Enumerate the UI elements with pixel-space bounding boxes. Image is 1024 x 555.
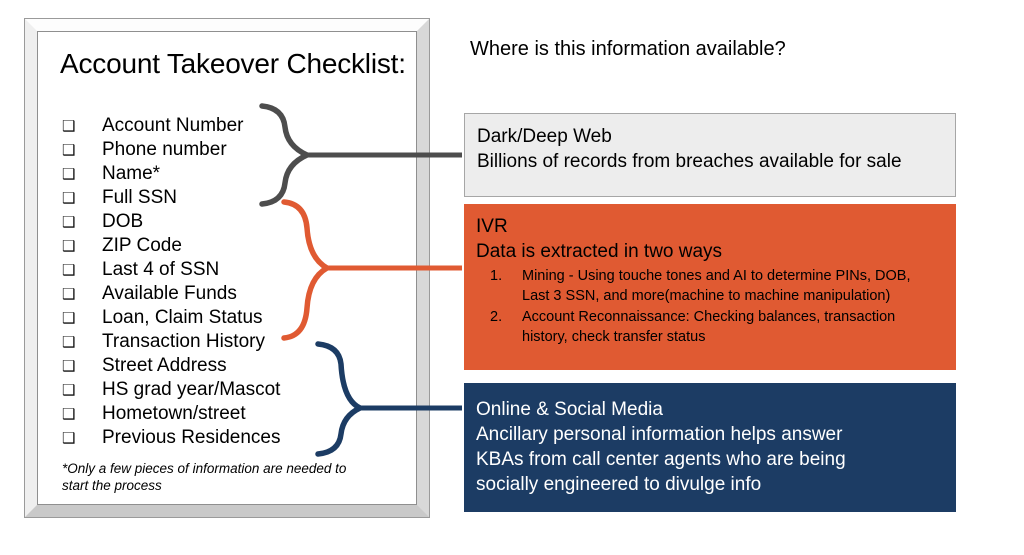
list-item[interactable]: ❑ ZIP Code [62,234,392,258]
list-item-text: Mining - Using touche tones and AI to de… [522,266,944,306]
list-item-label: Previous Residences [102,427,281,448]
list-item[interactable]: ❑ Available Funds [62,282,392,306]
checkbox-icon[interactable]: ❑ [62,118,76,135]
checklist-content: Account Takeover Checklist: ❑ Account Nu… [38,32,416,504]
checkbox-icon[interactable]: ❑ [62,262,76,279]
panel-dark-web: Dark/Deep Web Billions of records from b… [464,113,956,197]
list-item-line-2: Last 3 SSN, and more(machine to machine … [522,288,891,304]
checkbox-icon[interactable]: ❑ [62,334,76,351]
panel-body-line-1: Ancillary personal information helps ans… [476,424,843,445]
list-item[interactable]: ❑ Name* [62,162,392,186]
list-item-label: Street Address [102,355,227,376]
list-item-label: Full SSN [102,187,177,208]
checkbox-icon[interactable]: ❑ [62,358,76,375]
page-title: Account Takeover Checklist: [60,48,406,79]
list-item-label: ZIP Code [102,235,182,256]
list-item: 1. Mining - Using touche tones and AI to… [476,266,944,306]
panel-online-social-media: Online & Social Media Ancillary personal… [464,383,956,512]
list-item-text: Account Reconnaissance: Checking balance… [522,307,944,347]
panel-body: Billions of records from breaches availa… [477,151,902,172]
list-item-label: Available Funds [102,283,237,304]
list-item-line-1: Mining - Using touche tones and AI to de… [522,268,911,284]
list-item[interactable]: ❑ Loan, Claim Status [62,306,392,330]
checkbox-icon[interactable]: ❑ [62,286,76,303]
checkbox-icon[interactable]: ❑ [62,142,76,159]
panel-title: IVR [476,216,508,237]
list-item[interactable]: ❑ DOB [62,210,392,234]
list-item[interactable]: ❑ Full SSN [62,186,392,210]
list-item[interactable]: ❑ Street Address [62,354,392,378]
section-header: Where is this information available? [470,38,786,60]
panel-ivr: IVR Data is extracted in two ways 1. Min… [464,204,956,370]
list-item[interactable]: ❑ Previous Residences [62,426,392,450]
list-item[interactable]: ❑ Transaction History [62,330,392,354]
checklist-items: ❑ Account Number ❑ Phone number ❑ Name* … [62,114,392,450]
panel-subtitle: Data is extracted in two ways [476,241,723,262]
checklist-frame: Account Takeover Checklist: ❑ Account Nu… [24,18,430,518]
checkbox-icon[interactable]: ❑ [62,430,76,447]
list-item-line-1: Account Reconnaissance: Checking balance… [522,309,896,325]
checkbox-icon[interactable]: ❑ [62,406,76,423]
checkbox-icon[interactable]: ❑ [62,166,76,183]
panel-body-line-3: socially engineered to divulge info [476,474,762,495]
list-item[interactable]: ❑ Account Number [62,114,392,138]
ivr-numbered-list: 1. Mining - Using touche tones and AI to… [476,266,944,347]
list-item-label: Last 4 of SSN [102,259,220,280]
list-item-number: 2. [490,309,503,325]
list-item-label: Transaction History [102,331,265,352]
list-item[interactable]: ❑ HS grad year/Mascot [62,378,392,402]
list-item-label: Hometown/street [102,403,246,424]
panel-title: Dark/Deep Web [477,126,612,147]
footnote: *Only a few pieces of information are ne… [62,461,347,493]
list-item-label: Loan, Claim Status [102,307,263,328]
list-item-label: Account Number [102,115,244,136]
list-item-label: HS grad year/Mascot [102,379,281,400]
list-item-number: 1. [490,268,503,284]
checkbox-icon[interactable]: ❑ [62,214,76,231]
list-item-label: Phone number [102,139,227,160]
list-item[interactable]: ❑ Phone number [62,138,392,162]
list-item-label: DOB [102,211,144,232]
checkbox-icon[interactable]: ❑ [62,310,76,327]
list-item-line-2: history, check transfer status [522,329,706,345]
panel-body-line-2: KBAs from call center agents who are bei… [476,449,846,470]
list-item: 2. Account Reconnaissance: Checking bala… [476,307,944,347]
list-item[interactable]: ❑ Hometown/street [62,402,392,426]
checkbox-icon[interactable]: ❑ [62,382,76,399]
panel-title: Online & Social Media [476,399,663,420]
list-item-label: Name* [102,163,161,184]
checkbox-icon[interactable]: ❑ [62,190,76,207]
list-item[interactable]: ❑ Last 4 of SSN [62,258,392,282]
checkbox-icon[interactable]: ❑ [62,238,76,255]
